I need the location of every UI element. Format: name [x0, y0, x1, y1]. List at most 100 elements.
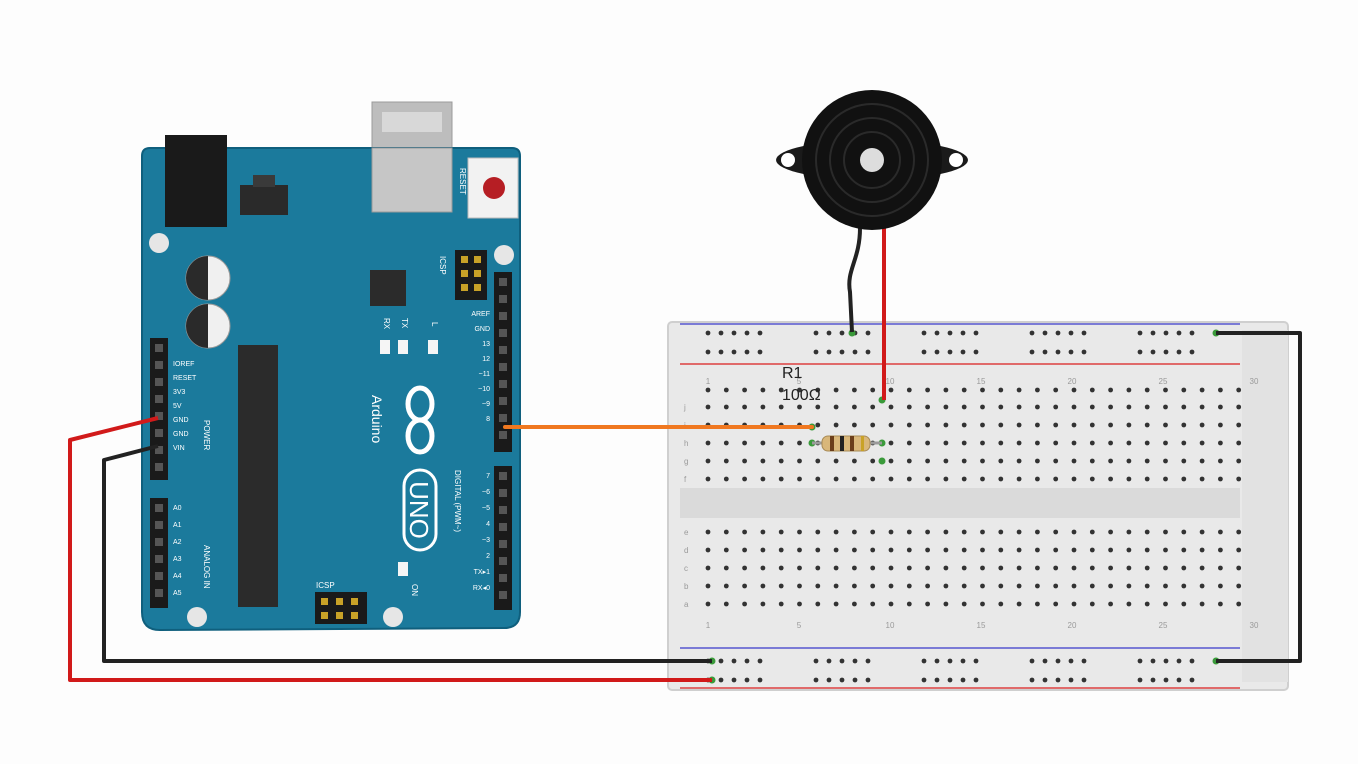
terminal-hole: [1016, 601, 1022, 607]
terminal-hole: [1035, 583, 1040, 589]
terminal-hole: [1108, 440, 1113, 446]
terminal-hole: [961, 458, 967, 464]
header-pin: [155, 504, 163, 512]
terminal-hole: [1126, 601, 1132, 607]
terminal-hole: [888, 583, 894, 589]
barrel-jack-front: [165, 135, 227, 227]
terminal-hole: [1236, 565, 1242, 571]
terminal-hole: [1126, 529, 1132, 535]
terminal-hole: [1016, 529, 1022, 535]
terminal-hole: [1016, 440, 1022, 446]
terminal-hole: [852, 529, 857, 535]
terminal-hole: [833, 404, 839, 410]
terminal-hole: [1163, 404, 1168, 410]
terminal-hole: [998, 404, 1004, 410]
rail-hole: [744, 658, 750, 664]
terminal-hole: [742, 440, 747, 446]
power-pin-label: GND: [173, 431, 189, 438]
terminal-hole: [1218, 529, 1223, 535]
terminal-hole: [980, 565, 985, 571]
rail-hole: [1029, 330, 1035, 336]
rail-hole: [718, 330, 724, 336]
digital-pin-label: ~10: [478, 386, 490, 393]
terminal-hole: [925, 404, 930, 410]
terminal-hole: [742, 387, 747, 393]
terminal-hole: [778, 440, 784, 446]
icsp-pin: [474, 270, 481, 277]
rail-hole: [731, 677, 737, 683]
rail-hole: [1055, 330, 1061, 336]
terminal-hole: [760, 565, 766, 571]
buzzer-negative-lead: [847, 227, 862, 333]
terminal-hole: [998, 422, 1004, 428]
terminal-hole: [797, 601, 802, 607]
rail-hole: [934, 658, 940, 664]
terminal-hole: [1016, 404, 1022, 410]
resistor-ref-label: R1: [782, 365, 803, 382]
rail-hole: [1137, 349, 1143, 355]
terminal-hole: [852, 565, 857, 571]
rail-hole: [1068, 658, 1074, 664]
analog-pin-label: A3: [173, 556, 182, 563]
rail-hole: [1189, 677, 1195, 683]
rail-hole: [731, 658, 737, 664]
row-letter: a: [684, 600, 689, 609]
digital-header-top: [494, 272, 512, 452]
digital-pin-label: ~3: [482, 537, 490, 544]
rail-hole: [1137, 677, 1143, 683]
terminal-hole: [797, 565, 802, 571]
terminal-hole: [1144, 565, 1150, 571]
terminal-hole: [1144, 529, 1150, 535]
terminal-hole: [1199, 601, 1205, 607]
terminal-hole: [852, 387, 857, 393]
terminal-hole: [797, 404, 802, 410]
terminal-hole: [815, 547, 821, 553]
terminal-hole: [906, 547, 912, 553]
terminal-hole: [888, 476, 894, 482]
terminal-hole: [760, 601, 766, 607]
terminal-hole: [723, 476, 729, 482]
terminal-hole: [1089, 547, 1095, 553]
digital-pin-label: 7: [486, 473, 490, 480]
terminal-hole: [815, 458, 821, 464]
terminal-hole: [723, 529, 729, 535]
terminal-hole: [906, 601, 912, 607]
terminal-hole: [888, 458, 894, 464]
terminal-hole: [1144, 404, 1150, 410]
ground-wire: [102, 444, 712, 663]
header-pins: [155, 256, 507, 619]
rx-led: [380, 340, 390, 354]
power-pin-label: RESET: [173, 375, 197, 382]
header-pin: [155, 538, 163, 546]
terminal-hole: [1089, 387, 1095, 393]
terminal-hole: [925, 422, 930, 428]
terminal-hole: [778, 476, 784, 482]
power-pin-label: GND: [173, 417, 189, 424]
header-pin: [499, 523, 507, 531]
terminal-hole: [870, 565, 876, 571]
row-letter: h: [684, 439, 688, 448]
terminal-hole: [998, 458, 1004, 464]
terminal-hole: [1163, 458, 1168, 464]
terminal-hole: [906, 458, 912, 464]
terminal-hole: [1071, 565, 1077, 571]
terminal-hole: [1053, 440, 1059, 446]
header-pin: [155, 521, 163, 529]
terminal-hole: [1218, 440, 1223, 446]
terminal-hole: [943, 583, 949, 589]
header-pin: [155, 446, 163, 454]
rail-hole: [947, 349, 953, 355]
terminal-hole: [888, 547, 894, 553]
terminal-hole: [1071, 529, 1077, 535]
terminal-hole: [980, 601, 985, 607]
rail-hole: [960, 658, 966, 664]
terminal-hole: [1236, 422, 1242, 428]
terminal-hole: [833, 422, 839, 428]
analog-pin-label: A0: [173, 505, 182, 512]
rail-hole: [1042, 349, 1048, 355]
pcb: [141, 147, 521, 632]
terminal-hole: [1126, 547, 1132, 553]
terminal-hole: [1199, 404, 1205, 410]
rail-hole: [731, 349, 737, 355]
